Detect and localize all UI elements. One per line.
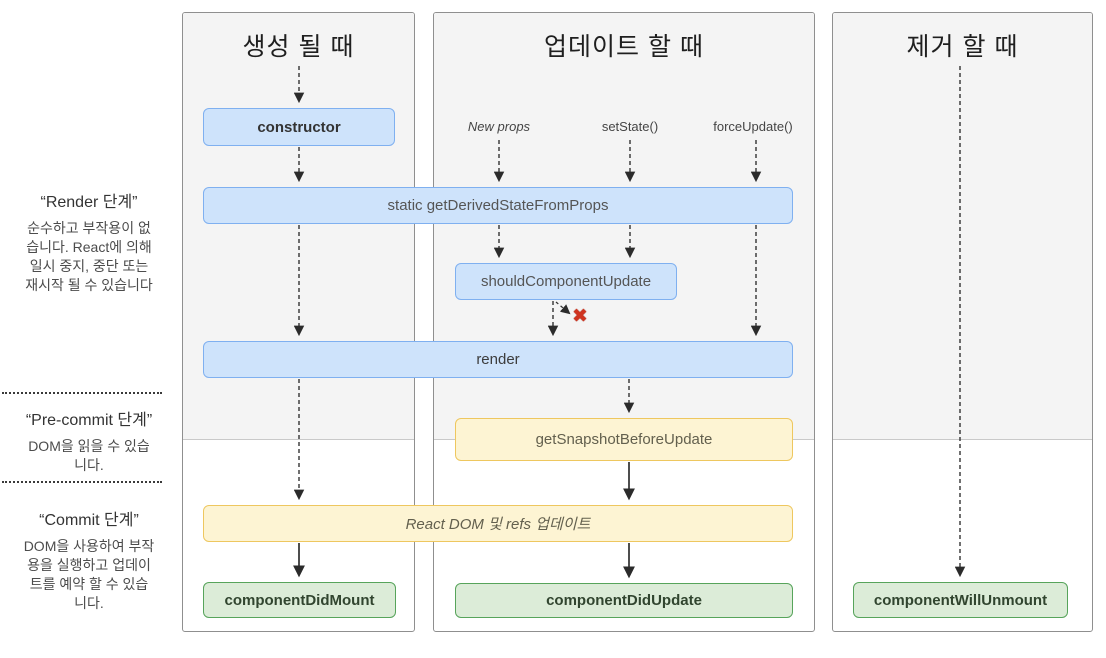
column-title-unmounting: 제거 할 때 [906,33,1019,61]
trigger-new-props: New props [467,119,531,134]
phase-desc-precommit: DOM을 읽을 수 있습 니다. [28,438,150,473]
phase-title-precommit: “Pre-commit 단계” [25,412,153,429]
phase-separator-bottom [2,481,162,483]
phase-desc-commit: DOM을 사용하여 부작 용을 실행하고 업데이 트를 예약 할 수 있습 니다… [23,538,155,611]
phase-desc-render: 순수하고 부작용이 없 습니다. React에 의해 일시 중지, 중단 또는 … [25,220,153,293]
node-render: render [203,341,793,378]
phase-note-precommit: “Pre-commit 단계” DOM을 읽을 수 있습 니다. [0,406,178,475]
column-unmounting: 제거 할 때 [832,12,1093,632]
node-component-did-update: componentDidUpdate [455,583,793,618]
node-react-dom-refs-update: React DOM 및 refs 업데이트 [203,505,793,542]
phase-separator-top [2,392,162,394]
phase-note-render: “Render 단계” 순수하고 부작용이 없 습니다. React에 의해 일… [0,188,178,295]
node-should-component-update: shouldComponentUpdate [455,263,677,300]
phase-note-commit: “Commit 단계” DOM을 사용하여 부작 용을 실행하고 업데이 트를 … [0,506,178,613]
node-component-did-mount: componentDidMount [203,582,396,618]
phase-title-commit: “Commit 단계” [39,512,139,529]
column-title-mounting: 생성 될 때 [242,33,355,61]
node-get-derived-state-from-props: static getDerivedStateFromProps [203,187,793,224]
trigger-force-update: forceUpdate() [713,119,793,134]
render-phase-background [833,13,1092,440]
trigger-set-state: setState() [601,119,659,134]
phase-title-render: “Render 단계” [40,194,138,211]
reject-x-icon: ✖ [572,306,588,327]
node-constructor: constructor [203,108,395,146]
column-title-updating: 업데이트 할 때 [544,33,704,61]
node-get-snapshot-before-update: getSnapshotBeforeUpdate [455,418,793,461]
node-component-will-unmount: componentWillUnmount [853,582,1068,618]
